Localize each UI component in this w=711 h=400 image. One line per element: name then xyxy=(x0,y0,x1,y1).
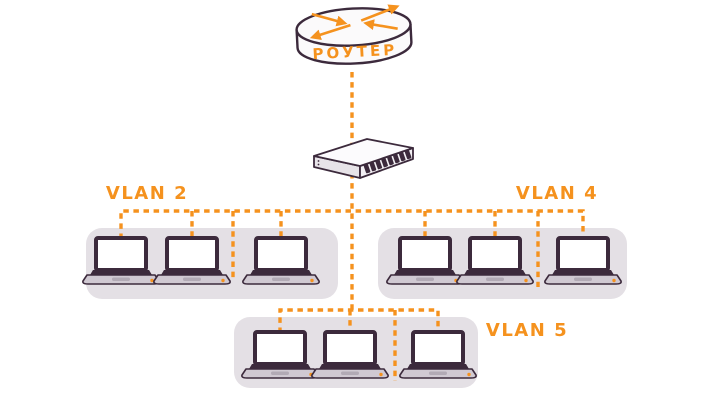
vlan2-label: VLAN 2 xyxy=(106,183,188,204)
switch-port xyxy=(387,156,394,166)
switch-icon xyxy=(313,138,414,179)
switch-port xyxy=(398,152,406,162)
switch-port xyxy=(393,154,400,164)
vlan4-label: VLAN 4 xyxy=(516,183,598,204)
router-label: РОУТЕР xyxy=(312,41,398,63)
switch-port xyxy=(404,150,412,160)
switch-ports xyxy=(363,150,412,174)
router-arrows-icon xyxy=(309,4,400,41)
laptop-icon xyxy=(151,236,233,286)
laptop-icon xyxy=(240,236,322,286)
laptop-icon xyxy=(80,236,162,286)
laptop-icon xyxy=(542,236,624,286)
switch-port xyxy=(363,164,371,174)
laptop-icon xyxy=(454,236,536,286)
laptop-icon xyxy=(384,236,466,286)
laptop-icon xyxy=(397,330,479,380)
switch-port xyxy=(375,160,383,170)
main-bus xyxy=(119,209,585,287)
vlan5-label: VLAN 5 xyxy=(486,320,568,341)
switch-port xyxy=(381,158,388,168)
laptop-icon xyxy=(309,330,391,380)
vlan5-bus xyxy=(278,308,440,381)
router-icon: РОУТЕР xyxy=(295,4,413,65)
switch-port xyxy=(369,162,377,172)
laptop-icon xyxy=(239,330,321,380)
